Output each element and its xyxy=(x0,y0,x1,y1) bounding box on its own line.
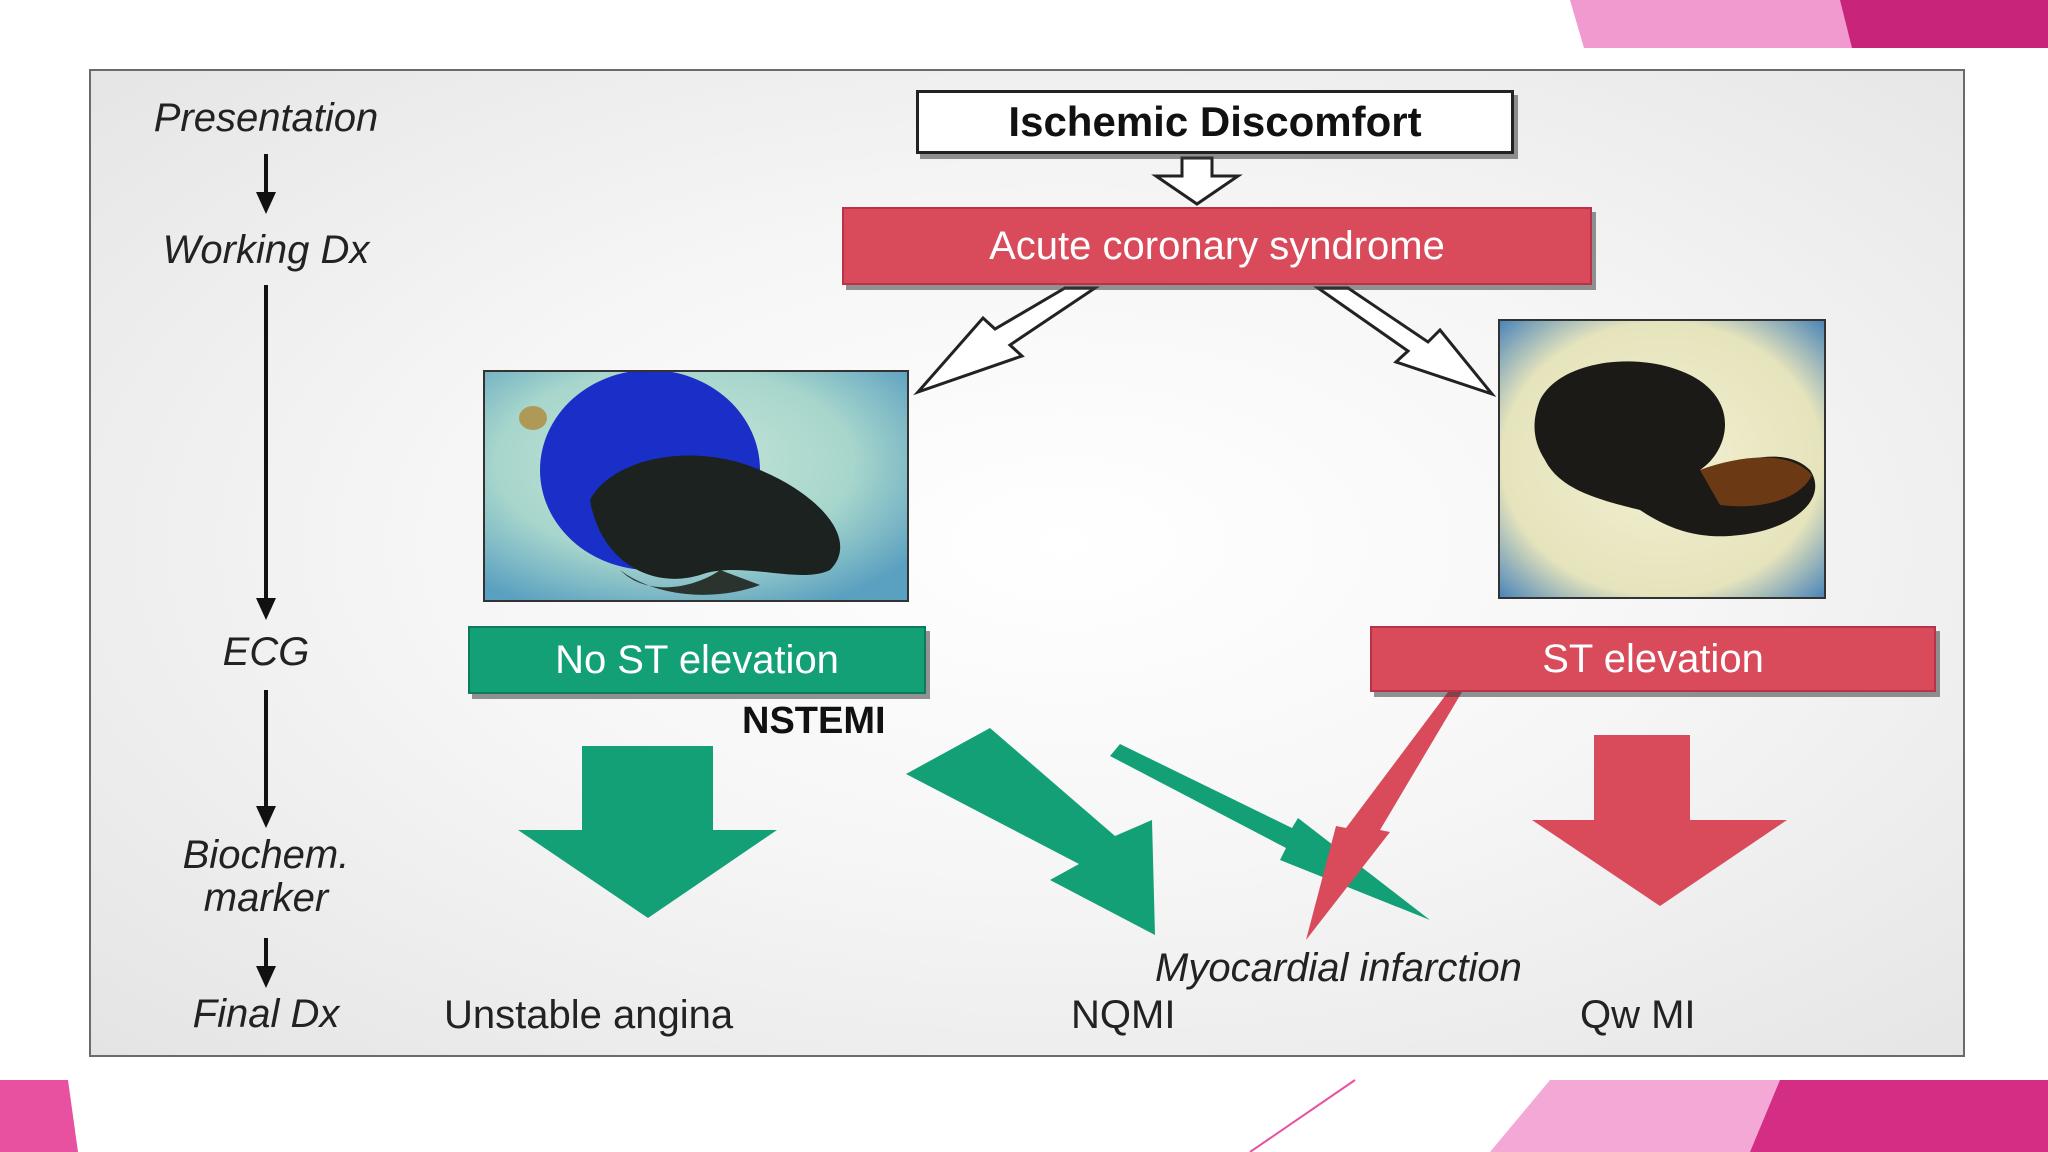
hollow-arrow-down xyxy=(1151,156,1243,206)
stage-biochem-marker: Biochem. marker xyxy=(182,833,350,920)
bottom-thin-line xyxy=(1249,1079,1356,1152)
myocardial-infarction-label: Myocardial infarction xyxy=(1155,946,1522,990)
no-st-elevation-box: No ST elevation xyxy=(468,626,926,694)
hollow-arrow-left xyxy=(913,286,1100,396)
stage-final-dx: Final Dx xyxy=(192,992,340,1036)
green-arrow-unstable-angina xyxy=(518,746,777,918)
bottom-left-accent xyxy=(0,1080,78,1152)
red-thin-arrow xyxy=(1306,692,1462,940)
right-angioscopy-image xyxy=(1498,319,1826,599)
stage-presentation: Presentation xyxy=(153,96,379,140)
timeline-arrows xyxy=(256,154,276,988)
left-angioscopy-image xyxy=(483,370,909,602)
nstemi-label: NSTEMI xyxy=(742,700,886,742)
bottom-right-accent-dark xyxy=(1750,1080,2048,1152)
qw-mi-label: Qw MI xyxy=(1580,993,1696,1037)
nqmi-label: NQMI xyxy=(1071,993,1176,1037)
st-elevation-box: ST elevation xyxy=(1370,626,1936,692)
red-arrow-qwmi xyxy=(1532,735,1787,906)
stage-working-dx: Working Dx xyxy=(162,228,370,272)
top-right-accent-dark xyxy=(1840,0,2048,48)
hollow-arrow-right xyxy=(1313,286,1497,398)
stage-ecg: ECG xyxy=(222,630,310,674)
ischemic-discomfort-box: Ischemic Discomfort xyxy=(916,90,1514,154)
acute-coronary-syndrome-box: Acute coronary syndrome xyxy=(842,207,1592,285)
green-arrow-nqmi xyxy=(906,728,1155,935)
unstable-angina-label: Unstable angina xyxy=(444,993,734,1037)
